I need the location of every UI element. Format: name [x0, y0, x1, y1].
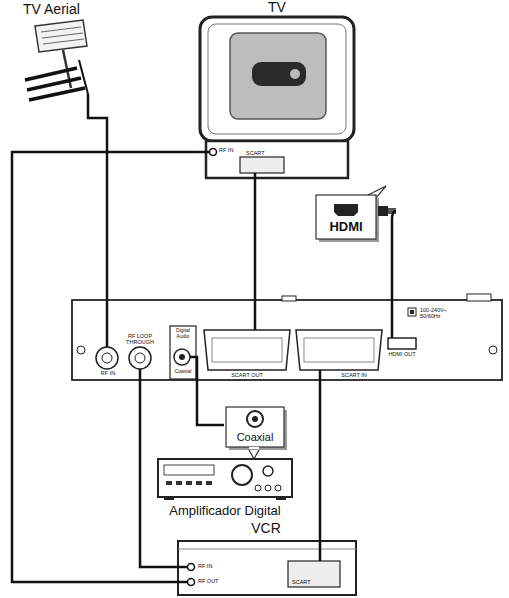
port-label: RF IN: [96, 370, 120, 376]
port-label: RF IN: [219, 147, 243, 153]
tv-node-art: [192, 0, 362, 180]
aerial-node: TV Aerial: [5, 2, 115, 114]
cable: [197, 380, 224, 425]
device-label: Amplificador Digital: [150, 504, 300, 518]
device-label: TV: [260, 0, 294, 15]
port-label: SCART: [292, 579, 316, 585]
amplifier-node: Amplificador Digital: [150, 455, 300, 521]
port-label: RF IN: [198, 563, 228, 569]
port-label: RF OUT: [198, 578, 228, 584]
port-label: HDMI OUT: [384, 351, 420, 357]
aerial-node-art: [5, 2, 115, 114]
device-label: TV Aerial: [23, 2, 113, 17]
port-label: Coaxial: [171, 369, 195, 375]
cable: [319, 380, 322, 521]
device-label: VCR: [248, 521, 284, 536]
coaxial-callout: Coaxial: [224, 405, 288, 461]
tv-node: TV RF INSCART: [192, 0, 362, 180]
port-label: Digital Audio: [171, 328, 195, 339]
cable: [254, 180, 257, 300]
cable: [88, 114, 107, 300]
port-label: RF LOOP THROUGH: [120, 333, 160, 345]
port-label: SCART OUT: [222, 372, 272, 378]
port-label: 100-240V~ 50/60Hz: [420, 307, 468, 319]
hdmi-callout: HDMI: [312, 188, 402, 260]
device-label: Coaxial: [228, 431, 282, 443]
device-label: HDMI: [318, 220, 374, 234]
receiver-panel: RF IN RF LOOP THROUGH Digital AudioCoaxial…: [72, 300, 502, 380]
port-label: SCART: [246, 150, 276, 156]
port-label: SCART IN: [334, 372, 374, 378]
cable: [391, 260, 394, 300]
vcr-node: VCR RF IN RF OUT SCART: [170, 521, 360, 596]
